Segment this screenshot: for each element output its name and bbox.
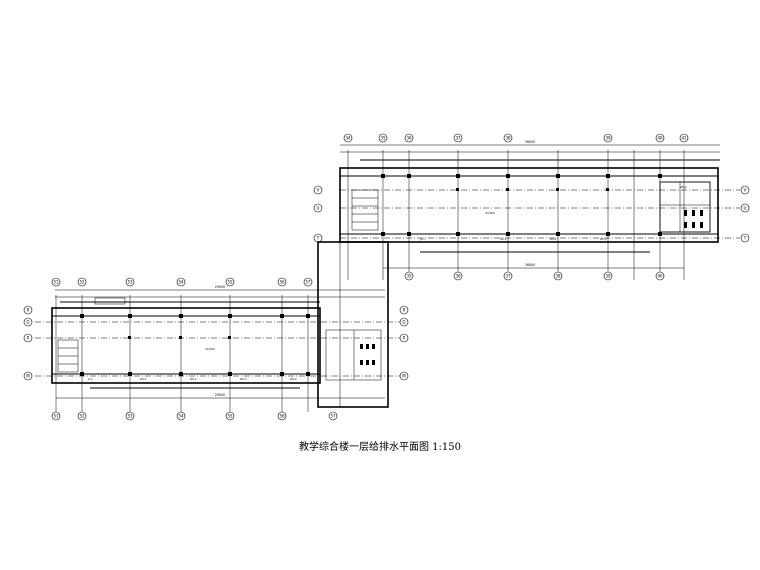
- left-elevation: ±0.000: [205, 347, 215, 351]
- grid-bubble: 37: [455, 136, 461, 141]
- left-pipe-label-3: WL-2: [190, 377, 197, 381]
- right-bottom-dim: 36000: [525, 263, 535, 267]
- grid-bubble: 34: [345, 136, 351, 141]
- right-pipe-label-1: JL-1: [419, 237, 425, 241]
- grid-bubble: 40: [657, 136, 663, 141]
- right-elevation: ±0.000: [485, 211, 495, 215]
- grid-bubble: 52: [79, 280, 85, 285]
- grid-bubble: 39: [605, 136, 611, 141]
- grid-bubble: 56: [279, 414, 285, 419]
- right-pipe-label-2: WL-1: [500, 237, 507, 241]
- grid-bubble: 39: [605, 274, 611, 279]
- drawing-title: 教学综合楼一层给排水平面图 1:150: [299, 442, 461, 453]
- grid-bubble: 35: [380, 136, 386, 141]
- left-grid-top: 51 52 53 54 55 56 57: [51, 277, 313, 287]
- grid-bubble: 57: [330, 414, 336, 419]
- grid-bubble: 38: [555, 274, 561, 279]
- right-pipe-label-3: WL-2: [550, 237, 557, 241]
- grid-bubble: 38: [505, 136, 511, 141]
- grid-bubble: T: [743, 236, 747, 241]
- right-overall-dim: 36000: [525, 140, 535, 144]
- left-overall-dim: 29000: [215, 285, 225, 289]
- grid-bubble: 55: [227, 280, 233, 285]
- right-grid-side: V U T V U T: [313, 185, 750, 243]
- grid-bubble: T: [316, 236, 320, 241]
- grid-bubble: 57: [305, 280, 311, 285]
- grid-bubble: R: [27, 308, 30, 313]
- grid-bubble: V: [317, 188, 320, 193]
- grid-bubble: 51: [53, 280, 59, 285]
- right-pipe-label-5: WL-4: [680, 185, 687, 189]
- right-building-block: 36000: [339, 140, 740, 280]
- grid-bubble: P: [27, 336, 30, 341]
- grid-bubble: 52: [79, 414, 85, 419]
- grid-bubble: V: [744, 188, 747, 193]
- grid-bubble: 56: [279, 280, 285, 285]
- grid-bubble: 53: [127, 280, 133, 285]
- grid-bubble: 51: [53, 414, 59, 419]
- right-grid-bottom: 35 36 37 38 39 40: [404, 271, 665, 281]
- left-building-block: 29000: [35, 285, 400, 412]
- grid-bubble: 36: [455, 274, 461, 279]
- grid-bubble: 35: [406, 274, 412, 279]
- grid-bubble: 37: [505, 274, 511, 279]
- grid-bubble: Q: [26, 320, 29, 325]
- left-pipe-label-4: WL-3: [240, 377, 247, 381]
- left-bottom-dim: 29000: [215, 393, 225, 397]
- left-pipe-label-5: WL-4: [290, 377, 297, 381]
- grid-bubble: U: [744, 206, 747, 211]
- right-grid-top: 34 35 36 37 38 39 40 41: [343, 133, 689, 143]
- grid-bubble: U: [317, 206, 320, 211]
- left-pipe-label-2: WL-1: [140, 377, 147, 381]
- connector-block: [317, 241, 389, 408]
- grid-bubble: R: [403, 308, 406, 313]
- grid-bubble: 53: [127, 414, 133, 419]
- grid-bubble: 54: [178, 414, 184, 419]
- grid-bubble: 41: [681, 136, 687, 141]
- grid-bubble: 36: [406, 136, 412, 141]
- left-grid-bottom: 51 52 53 54 55 56 57: [51, 411, 338, 421]
- grid-bubble: M: [402, 374, 406, 379]
- grid-bubble: 55: [227, 414, 233, 419]
- right-pipe-label-4: WL-3: [600, 237, 607, 241]
- grid-bubble: 54: [178, 280, 184, 285]
- left-grid-side: R Q P M R Q P M: [23, 305, 409, 381]
- grid-bubble: M: [26, 374, 30, 379]
- left-pipe-label-1: JL-1: [87, 377, 93, 381]
- grid-bubble: 40: [657, 274, 663, 279]
- grid-bubble: Q: [402, 320, 405, 325]
- grid-bubble: P: [403, 336, 406, 341]
